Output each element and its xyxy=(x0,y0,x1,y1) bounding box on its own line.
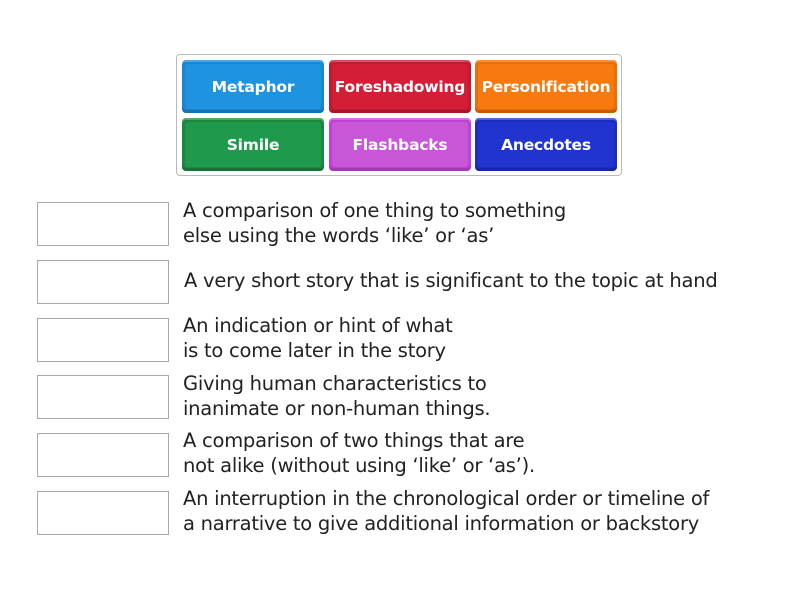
definition-line: is to come later in the story xyxy=(183,339,446,362)
drop-zone-6[interactable] xyxy=(37,491,169,535)
tile-label: Metaphor xyxy=(211,77,295,96)
drop-zone-1[interactable] xyxy=(37,202,169,246)
tile-flashbacks[interactable]: Flashbacks xyxy=(329,118,471,171)
definition-6: An interruption in the chronological ord… xyxy=(183,486,709,536)
definition-5: A comparison of two things that are not … xyxy=(183,428,535,478)
drop-zone-2[interactable] xyxy=(37,260,169,304)
definition-line: An indication or hint of what xyxy=(183,314,453,337)
tile-face xyxy=(185,122,321,167)
tile-face xyxy=(478,64,614,109)
definition-line: Giving human characteristics to xyxy=(183,372,487,395)
drop-zone-4[interactable] xyxy=(37,375,169,419)
definition-line: else using the words ‘like’ or ‘as’ xyxy=(183,224,495,247)
tile-label: Personification xyxy=(481,77,611,96)
tile-metaphor[interactable]: Metaphor xyxy=(182,60,324,113)
definition-4: Giving human characteristics to inanimat… xyxy=(183,371,491,421)
tile-foreshadowing[interactable]: Foreshadowing xyxy=(329,60,471,113)
tile-anecdotes[interactable]: Anecdotes xyxy=(475,118,617,171)
tile-label: Flashbacks xyxy=(352,135,448,154)
definition-line: inanimate or non-human things. xyxy=(183,397,491,420)
tile-label: Anecdotes xyxy=(501,135,591,154)
tile-personification[interactable]: Personification xyxy=(475,60,617,113)
drop-zone-5[interactable] xyxy=(37,433,169,477)
definition-line: A comparison of two things that are xyxy=(183,429,525,452)
tile-label: Foreshadowing xyxy=(334,77,466,96)
tile-label: Simile xyxy=(226,135,280,154)
definition-line: An interruption in the chronological ord… xyxy=(183,487,710,510)
drop-zone-3[interactable] xyxy=(37,318,169,362)
definition-line: A very short story that is significant t… xyxy=(184,269,718,292)
definition-line: not alike (without using ‘like’ or ‘as’)… xyxy=(183,454,535,477)
tile-face xyxy=(185,64,321,109)
definition-3: An indication or hint of what is to come… xyxy=(183,313,453,363)
tile-simile[interactable]: Simile xyxy=(182,118,324,171)
tile-face xyxy=(332,64,468,109)
tile-face xyxy=(332,122,468,167)
definition-2: A very short story that is significant t… xyxy=(184,268,718,293)
definition-line: a narrative to give additional informati… xyxy=(183,512,700,535)
definition-1: A comparison of one thing to something e… xyxy=(183,198,566,248)
definition-line: A comparison of one thing to something xyxy=(183,199,566,222)
tile-face xyxy=(478,122,614,167)
